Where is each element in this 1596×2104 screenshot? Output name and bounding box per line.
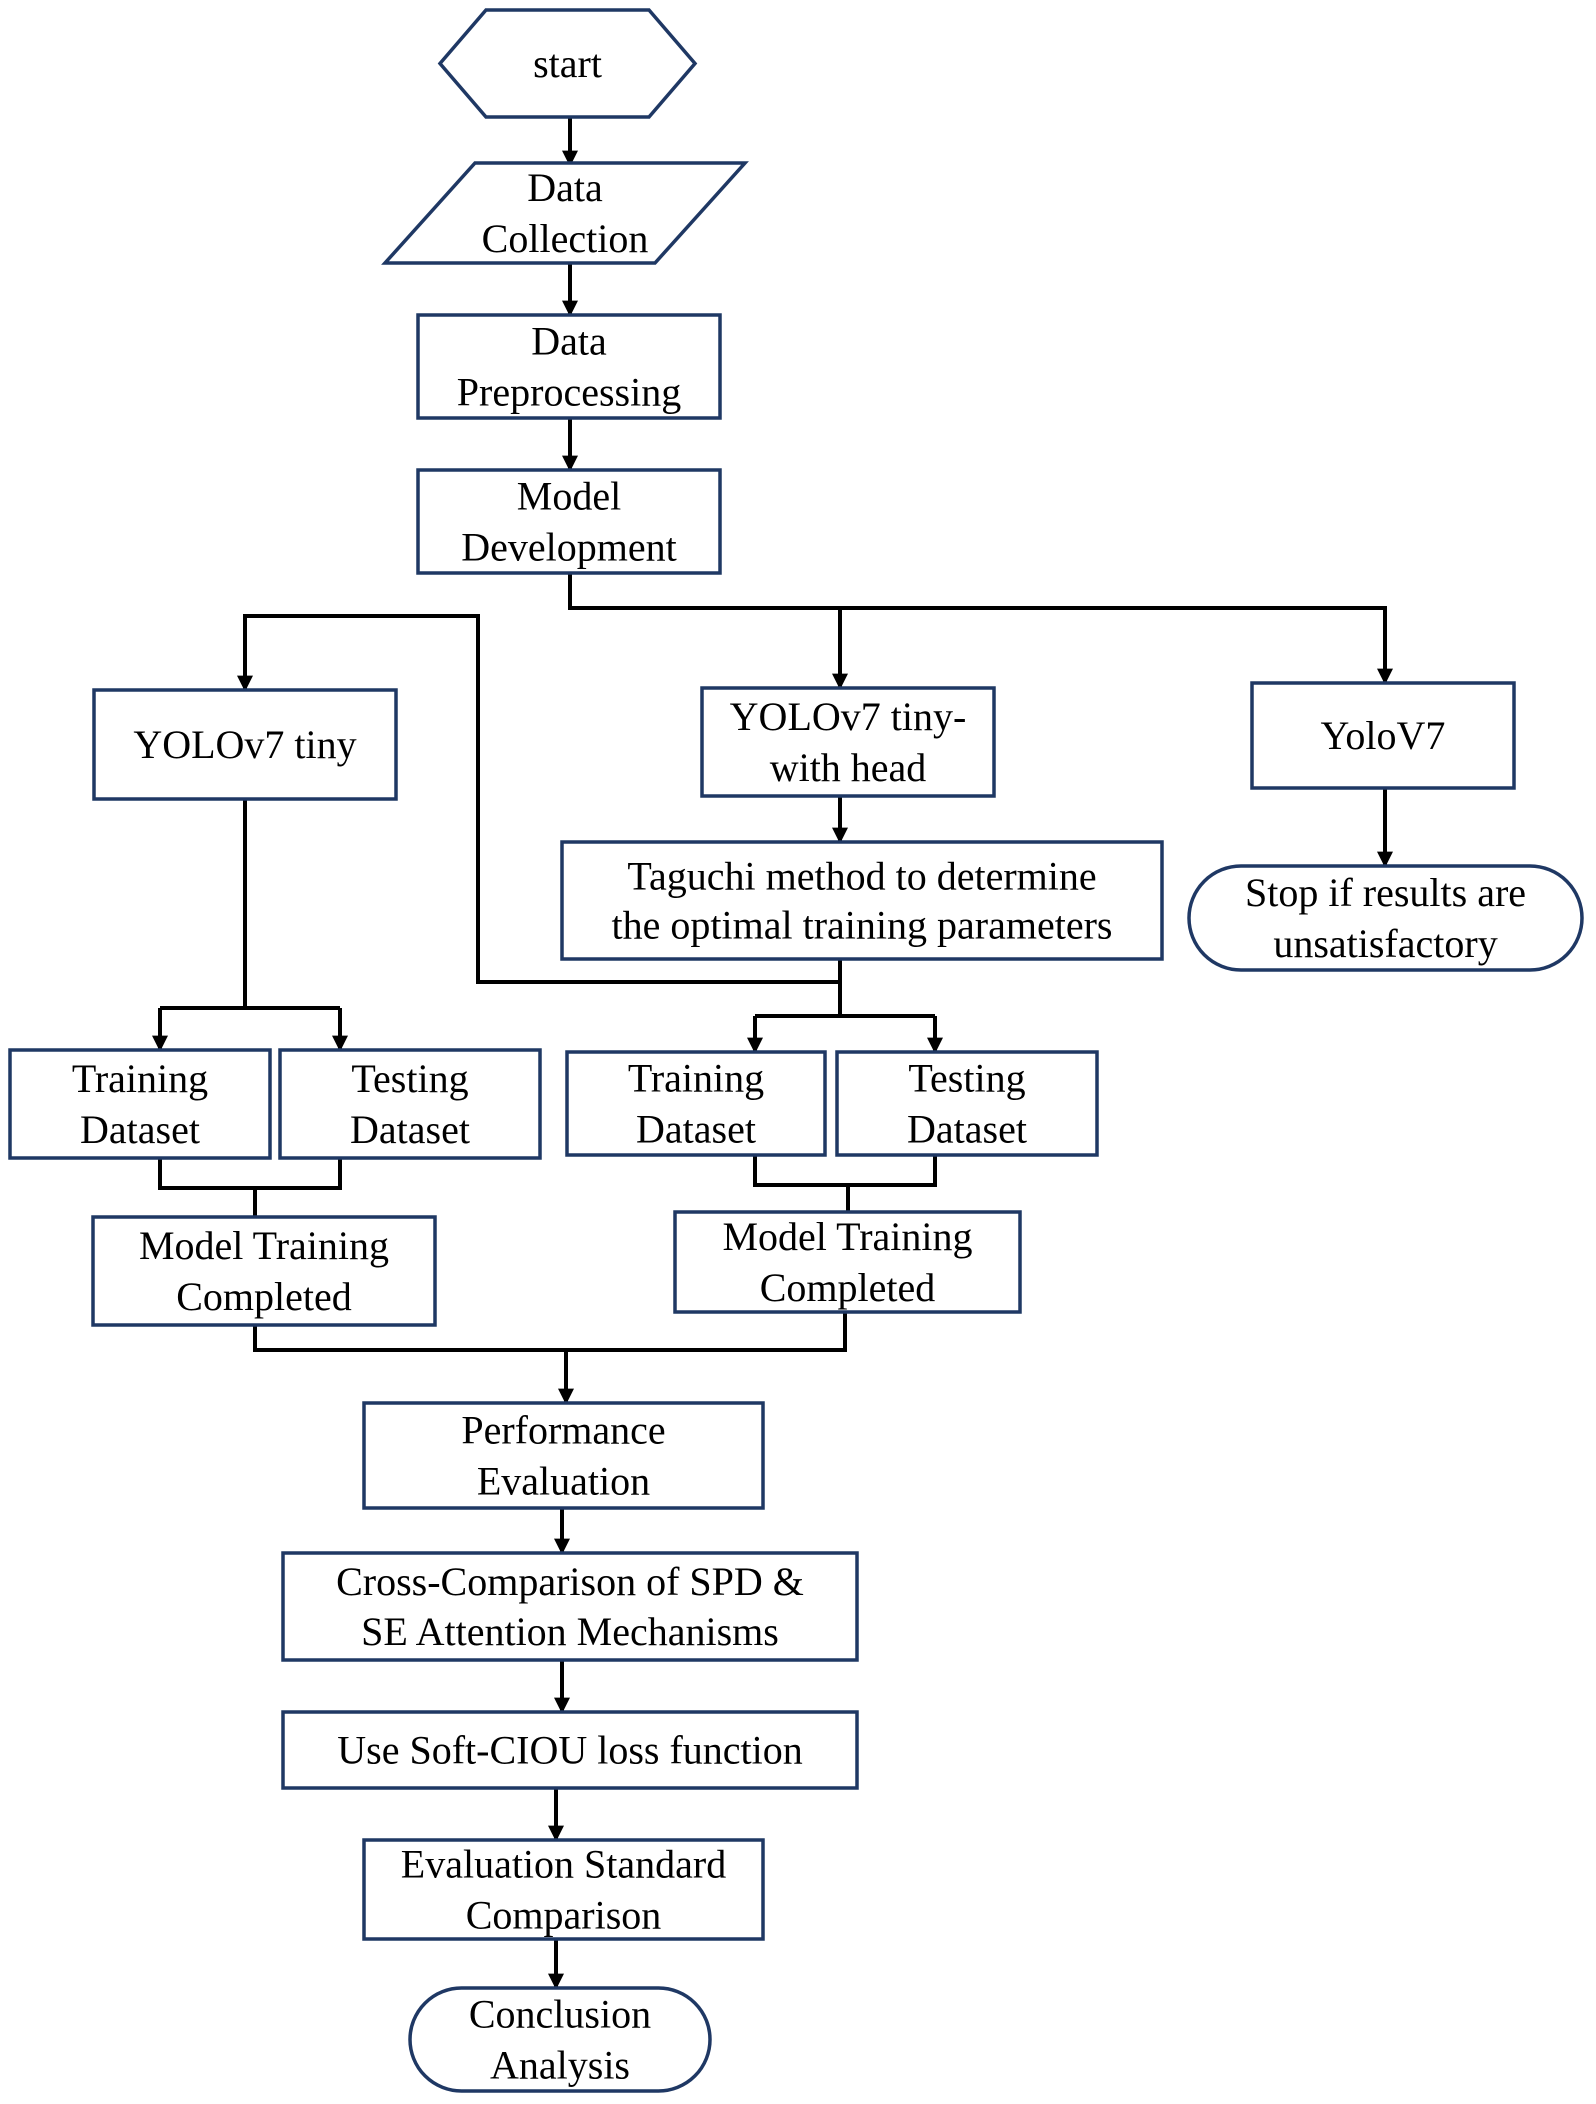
- node-cross-comparison: Cross-Comparison of SPD & SE Attention Me…: [281, 1551, 859, 1662]
- node-stop: Stop if results are unsatisfactory: [1187, 864, 1584, 972]
- node-shape: [362, 1838, 765, 1941]
- node-label-line: Testing: [908, 1055, 1025, 1100]
- node-label-line: Training: [72, 1056, 208, 1101]
- node-label-line: Stop if results are: [1245, 870, 1526, 915]
- node-yolov7-tiny-head: YOLOv7 tiny-with head: [700, 686, 996, 798]
- node-label-line: Preprocessing: [457, 370, 681, 415]
- node-label-line: Model Training: [722, 1214, 972, 1259]
- node-shape: [1187, 864, 1584, 972]
- node-label-line: YOLOv7 tiny-: [730, 694, 967, 739]
- node-shape: [92, 688, 398, 801]
- node-label-line: YOLOv7 tiny: [133, 722, 356, 767]
- node-shape: [91, 1215, 437, 1327]
- node-yolov7: YoloV7: [1250, 681, 1516, 790]
- nodes: startDataCollectionDataPreprocessingMode…: [8, 8, 1584, 2093]
- node-shape: [381, 161, 749, 265]
- node-shape: [362, 1401, 765, 1510]
- node-label-line: Dataset: [907, 1107, 1027, 1152]
- line-mid-split-from-taguchi: [476, 728, 840, 984]
- node-label-line: Dataset: [80, 1107, 200, 1152]
- node-shape: [835, 1050, 1099, 1157]
- node-label-line: Development: [461, 525, 677, 570]
- node-label-line: Training: [628, 1055, 764, 1100]
- node-shape: [281, 1551, 859, 1662]
- node-label-line: Model: [517, 473, 621, 518]
- node-label-line: Dataset: [350, 1107, 470, 1152]
- node-label-line: Evaluation Standard: [401, 1841, 726, 1886]
- node-shape: [416, 313, 722, 420]
- node-yolov7-tiny: YOLOv7 tiny: [92, 688, 398, 801]
- node-label-line: Completed: [176, 1274, 352, 1319]
- node-label-line: Taguchi method to determine: [627, 854, 1096, 899]
- node-label-line: Dataset: [636, 1107, 756, 1152]
- node-shape: [565, 1050, 827, 1157]
- node-label-line: start: [533, 41, 602, 86]
- node-label-line: Conclusion: [469, 1991, 651, 2036]
- merge-mid-datasets: [753, 1155, 937, 1187]
- connectors: [152, 117, 1393, 1990]
- node-shape: [416, 468, 722, 575]
- node-shape: [278, 1048, 542, 1160]
- node-label-line: Collection: [482, 216, 649, 261]
- node-label-line: Testing: [351, 1056, 468, 1101]
- node-shape: [1250, 681, 1516, 790]
- node-label-line: SE Attention Mechanisms: [361, 1609, 779, 1654]
- node-label-line: the optimal training parameters: [612, 902, 1113, 947]
- node-shape: [408, 1986, 712, 2093]
- node-shape: [437, 8, 698, 119]
- node-label-line: Use Soft-CIOU loss function: [337, 1728, 803, 1773]
- node-label-line: Performance: [461, 1407, 665, 1452]
- node-label-line: Comparison: [466, 1893, 662, 1938]
- branch-to-yolov7-tiny: [237, 614, 480, 728]
- node-label-line: Model Training: [139, 1223, 389, 1268]
- merge-left-datasets: [158, 1158, 342, 1190]
- node-shape: [8, 1048, 272, 1160]
- node-shape: [673, 1210, 1022, 1314]
- node-label-line: Cross-Comparison of SPD &: [336, 1559, 804, 1604]
- node-label-line: Data: [531, 318, 607, 363]
- node-start: start: [437, 8, 698, 119]
- node-shape: [700, 686, 996, 798]
- node-label-line: Completed: [760, 1265, 936, 1310]
- node-shape: [560, 840, 1164, 961]
- branch-development-to-right: [568, 573, 1393, 685]
- node-label-line: Data: [527, 165, 603, 210]
- merge-model-training: [253, 1312, 847, 1352]
- node-soft-ciou: Use Soft-CIOU loss function: [281, 1710, 859, 1790]
- node-label-line: Analysis: [490, 2043, 630, 2088]
- node-label-line: Evaluation: [477, 1459, 650, 1504]
- node-label-line: unsatisfactory: [1273, 921, 1497, 966]
- node-label-line: with head: [770, 745, 927, 790]
- node-shape: [281, 1710, 859, 1790]
- node-label-line: YoloV7: [1321, 713, 1446, 758]
